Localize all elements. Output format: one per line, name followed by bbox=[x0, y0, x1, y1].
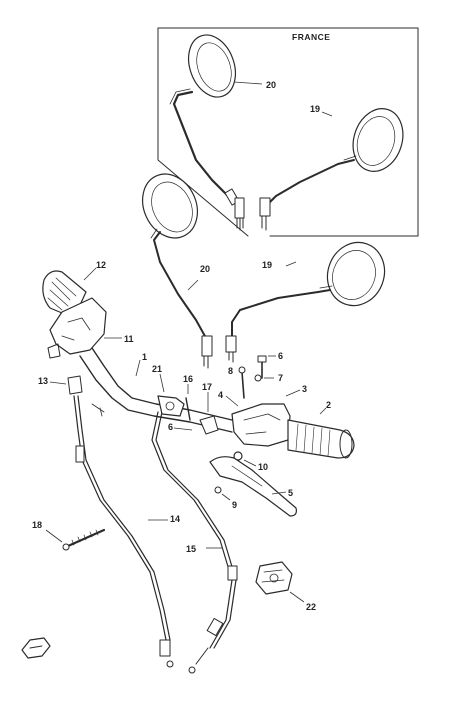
cable-15: 15 bbox=[151, 411, 238, 674]
callout-3: 3 bbox=[302, 384, 307, 394]
left-grip-assembly: 12 11 bbox=[42, 260, 134, 359]
part-9: 9 bbox=[214, 486, 237, 510]
callout-5: 5 bbox=[288, 488, 293, 498]
mirror-20-france bbox=[169, 34, 245, 231]
callout-21: 21 bbox=[152, 364, 162, 374]
callout-15: 15 bbox=[186, 544, 196, 554]
callout-16: 16 bbox=[183, 374, 193, 384]
callout-6: 6 bbox=[278, 351, 283, 361]
region-label-france: FRANCE bbox=[292, 32, 330, 42]
callout-19-france: 19 bbox=[310, 104, 320, 114]
callout-19: 19 bbox=[262, 260, 272, 270]
handlebar: 1 bbox=[79, 341, 233, 433]
right-grip-assembly: 3 2 bbox=[231, 384, 355, 459]
switch-22: 22 bbox=[255, 561, 316, 612]
callout-10: 10 bbox=[258, 462, 268, 472]
callout-6-lower: 6 bbox=[168, 422, 173, 432]
cable-14: 14 bbox=[73, 395, 180, 668]
callout-1: 1 bbox=[142, 352, 147, 362]
fastener-detail bbox=[91, 403, 105, 417]
mirror-19-france bbox=[259, 108, 404, 231]
callout-13: 13 bbox=[38, 376, 48, 386]
bolt-18: 18 bbox=[32, 520, 106, 551]
callout-20: 20 bbox=[200, 264, 210, 274]
brake-lever-5: 5 bbox=[209, 456, 297, 517]
callout-20-france: 20 bbox=[266, 80, 276, 90]
france-inset: FRANCE 20 19 bbox=[157, 27, 419, 237]
callout-2: 2 bbox=[326, 400, 331, 410]
callout-8: 8 bbox=[228, 366, 233, 376]
callout-22: 22 bbox=[306, 602, 316, 612]
part-13: 13 bbox=[38, 375, 83, 395]
callout-4: 4 bbox=[218, 390, 223, 400]
mirror-20: 20 bbox=[142, 173, 213, 369]
callout-9: 9 bbox=[232, 500, 237, 510]
callout-18: 18 bbox=[32, 520, 42, 530]
mirror-19: 19 bbox=[225, 241, 386, 363]
callout-14: 14 bbox=[170, 514, 180, 524]
callout-12: 12 bbox=[96, 260, 106, 270]
front-direction-arrow-icon bbox=[21, 637, 51, 659]
callout-11: 11 bbox=[124, 334, 134, 344]
lever-bracket-group: 21 16 17 6 8 6 7 4 10 bbox=[152, 351, 283, 472]
callout-7: 7 bbox=[278, 373, 283, 383]
callout-17: 17 bbox=[202, 382, 212, 392]
